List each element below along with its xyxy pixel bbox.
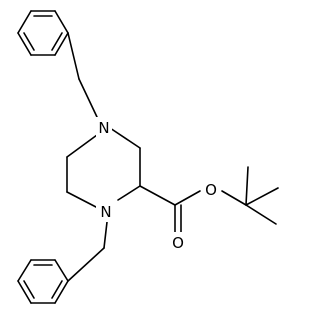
- atom-mask: [202, 179, 220, 199]
- aromatic-bond: [51, 32, 63, 51]
- bond: [109, 127, 141, 149]
- benzyl-ch2-bond: [103, 221, 108, 249]
- bond: [54, 10, 69, 34]
- bond: [139, 185, 176, 206]
- bond: [245, 204, 277, 225]
- benzene-ring-top: [17, 10, 69, 56]
- benzyl-ch2-bond: [78, 78, 98, 118]
- aromatic-bond: [51, 280, 63, 299]
- bond: [17, 259, 32, 282]
- bond: [117, 185, 141, 201]
- aromatic-bond: [23, 32, 35, 51]
- atom-mask: [96, 117, 112, 137]
- molecule-drawing: N N O O: [17, 10, 279, 304]
- benzyl-ch2-bond: [67, 247, 105, 282]
- bond: [17, 280, 32, 304]
- bond: [17, 10, 32, 34]
- bond: [54, 259, 69, 282]
- bond: [66, 134, 98, 158]
- nitrogen-bottom-label: N: [100, 203, 111, 221]
- atom-mask: [169, 232, 187, 252]
- bond: [245, 166, 249, 206]
- bond: [54, 32, 69, 56]
- ester-oxygen-label: O: [205, 181, 217, 199]
- bond: [54, 280, 69, 304]
- atom-mask: [96, 202, 114, 222]
- bond: [17, 32, 32, 56]
- aromatic-bond: [23, 280, 35, 299]
- structure-diagram: N N O O: [17, 10, 279, 304]
- benzyl-ch2-bond: [67, 32, 80, 80]
- carbonyl-oxygen-label: O: [172, 234, 184, 252]
- benzene-ring-bottom: [17, 259, 69, 304]
- bond: [66, 191, 97, 208]
- nitrogen-top-label: N: [98, 119, 109, 137]
- tert-butyl-ester: [139, 166, 279, 236]
- bond: [174, 190, 201, 206]
- bond: [221, 190, 247, 206]
- piperazine-ring: [66, 127, 141, 208]
- bond: [245, 187, 279, 206]
